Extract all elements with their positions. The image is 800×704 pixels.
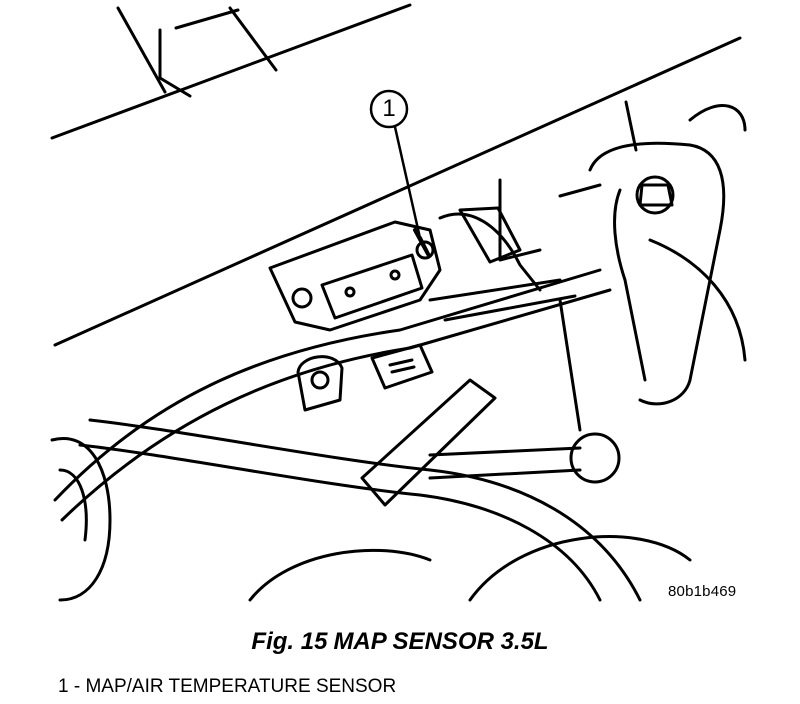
- engine-illustration: 1: [50, 3, 747, 602]
- figure-number: Fig. 15: [251, 628, 328, 655]
- reference-code: 80b1b469: [668, 583, 737, 600]
- callout-number: 1: [382, 95, 396, 122]
- figure-title: MAP SENSOR 3.5L: [333, 628, 549, 655]
- legend-item: 1 - MAP/AIR TEMPERATURE SENSOR: [58, 676, 397, 697]
